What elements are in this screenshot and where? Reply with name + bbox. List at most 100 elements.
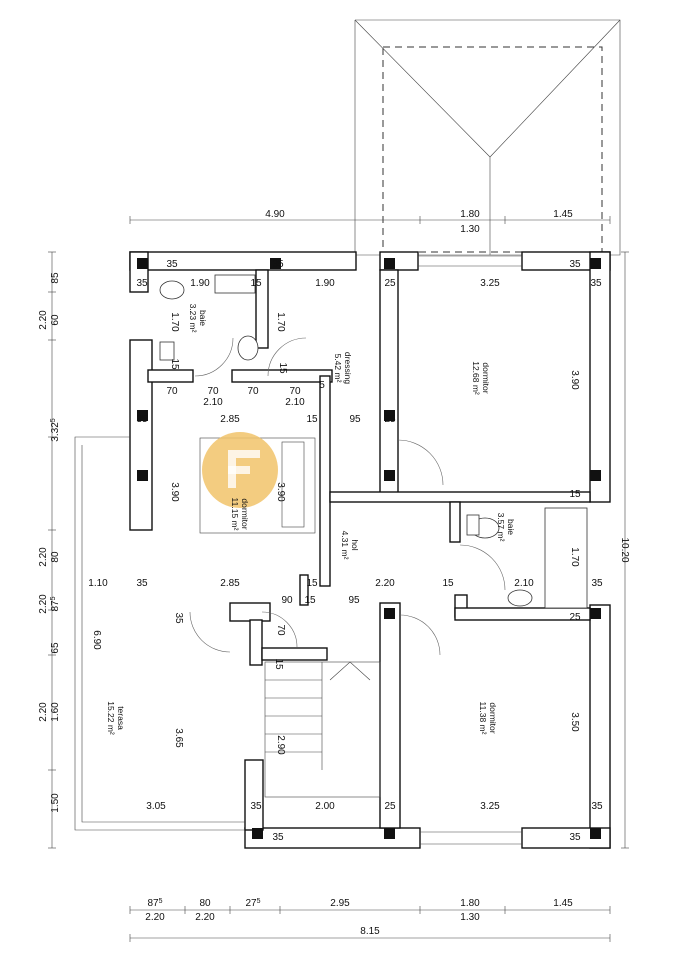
dim-left-60: 60	[50, 314, 61, 326]
dim-95-a: 95	[349, 414, 361, 425]
dim-35-right-a: 35	[590, 278, 602, 289]
dim-285-a: 2.85	[220, 414, 240, 425]
dim-690: 6.90	[91, 630, 102, 650]
dim-70-b: 70	[207, 386, 219, 397]
dim-190-b: 1.90	[315, 278, 335, 289]
dim-210-c: 2.10	[514, 578, 534, 589]
dim-bottom-220-b: 2.20	[195, 912, 215, 923]
dim-190-a: 1.90	[190, 278, 210, 289]
dim-left-332: 3.325	[50, 418, 62, 441]
dim-35-d: 35	[173, 612, 184, 624]
room-dormitor-1-area: 12.68 m²	[471, 361, 481, 395]
room-baie-2-area: 3.57 m²	[496, 513, 506, 542]
right-dimension-line	[621, 251, 629, 849]
dim-bottom-145: 1.45	[553, 898, 573, 909]
dim-220: 2.20	[375, 578, 395, 589]
dim-70-e: 70	[275, 624, 286, 636]
room-hol-area: 4.31 m²	[340, 531, 350, 560]
dim-35-left-b: 35	[136, 414, 148, 425]
room-dressing-area: 5.42 m²	[333, 354, 343, 383]
dim-350: 3.50	[569, 712, 580, 732]
dim-left-220-d: 2.20	[38, 702, 49, 722]
dim-top-35-a: 35	[166, 259, 178, 270]
exterior-walls	[129, 251, 611, 849]
logo-watermark	[202, 432, 278, 508]
dim-170-b: 1.70	[275, 312, 286, 332]
dim-305: 3.05	[146, 801, 166, 812]
dim-170-c: 1.70	[569, 547, 580, 567]
dim-110: 1.10	[88, 578, 108, 589]
dim-top-2: 1.80	[460, 209, 480, 220]
dim-left-220-a: 2.20	[38, 310, 49, 330]
room-terasa-name: terasa	[116, 706, 126, 730]
dim-25-b: 25	[384, 414, 396, 425]
dim-25-c: 25	[569, 612, 581, 623]
dim-bottom-27: 275	[245, 898, 260, 910]
dim-left-80: 80	[50, 551, 61, 563]
terrace-outline	[74, 436, 245, 831]
room-baie-1-name: baie	[198, 310, 208, 326]
left-dimension-line	[48, 251, 56, 849]
dim-35-left-a: 35	[136, 278, 148, 289]
bathroom-fixtures	[159, 274, 588, 609]
dim-15-v-a: 15	[169, 358, 180, 370]
dim-70-a: 70	[166, 386, 178, 397]
dim-bottom-220-a: 2.20	[145, 912, 165, 923]
room-dormitor-2-name: dormitor	[240, 498, 250, 529]
dim-325-a: 3.25	[480, 278, 500, 289]
dim-bottom-295: 2.95	[330, 898, 350, 909]
dim-200: 2.00	[315, 801, 335, 812]
dim-left-85: 85	[50, 272, 61, 284]
dim-bottom-180: 1.80	[460, 898, 480, 909]
dim-90: 90	[281, 595, 293, 606]
roof-outline	[354, 19, 621, 256]
dim-bottom-87: 875	[147, 898, 162, 910]
room-baie-2-name: baie	[506, 519, 516, 535]
room-dormitor-1-name: dormitor	[481, 362, 491, 393]
dim-top-1: 4.90	[265, 209, 285, 220]
dim-390-c: 3.90	[569, 370, 580, 390]
dim-390-a: 3.90	[169, 482, 180, 502]
dim-95-b: 95	[348, 595, 360, 606]
dim-170-a: 1.70	[169, 312, 180, 332]
room-dormitor-3-area: 11.38 m²	[478, 702, 488, 735]
dim-left-87: 875	[50, 596, 62, 611]
room-terasa-area: 15.22 m²	[106, 701, 116, 735]
dim-365: 3.65	[173, 728, 184, 748]
dim-15-g: 15	[273, 658, 284, 670]
dim-390-b: 3.90	[275, 482, 286, 502]
dim-left-220-b: 2.20	[38, 547, 49, 567]
structural-columns	[137, 258, 601, 839]
dim-15-v-b: 15	[277, 362, 288, 374]
dim-right-total: 10.20	[619, 537, 630, 562]
dim-bottom-130: 1.30	[460, 912, 480, 923]
dim-35-e: 35	[250, 801, 262, 812]
room-dormitor-3-name: dormitor	[488, 702, 498, 733]
dim-35-f: 35	[272, 832, 284, 843]
dim-bottom-80: 80	[199, 898, 211, 909]
dim-25-d: 25	[384, 801, 396, 812]
dim-35-right-d: 35	[569, 832, 581, 843]
dim-bottom-total: 8.15	[360, 926, 380, 937]
door-swings	[189, 337, 506, 656]
room-baie-1-area: 3.23 m²	[188, 304, 198, 333]
interior-walls	[147, 269, 591, 831]
dim-35-c: 35	[136, 578, 148, 589]
dim-15-b: 15	[306, 414, 318, 425]
dim-15-d: 15	[306, 578, 318, 589]
room-hol-name: hol	[350, 539, 360, 550]
dim-325-b: 3.25	[480, 801, 500, 812]
dim-top-4: 1.30	[460, 224, 480, 235]
dim-left-65: 65	[50, 642, 61, 654]
dim-top-35-b: 35	[272, 259, 284, 270]
dim-top-35-c: 35	[569, 259, 581, 270]
dim-70-c: 70	[247, 386, 259, 397]
dim-210-a: 2.10	[203, 397, 223, 408]
dim-70-d: 70	[289, 386, 301, 397]
dim-left-220-c: 2.20	[38, 594, 49, 614]
dim-left-160: 1.60	[50, 702, 61, 722]
dim-15-c: 15	[569, 489, 581, 500]
dim-290: 2.90	[275, 735, 286, 755]
bottom-dimension-lines	[129, 906, 611, 942]
